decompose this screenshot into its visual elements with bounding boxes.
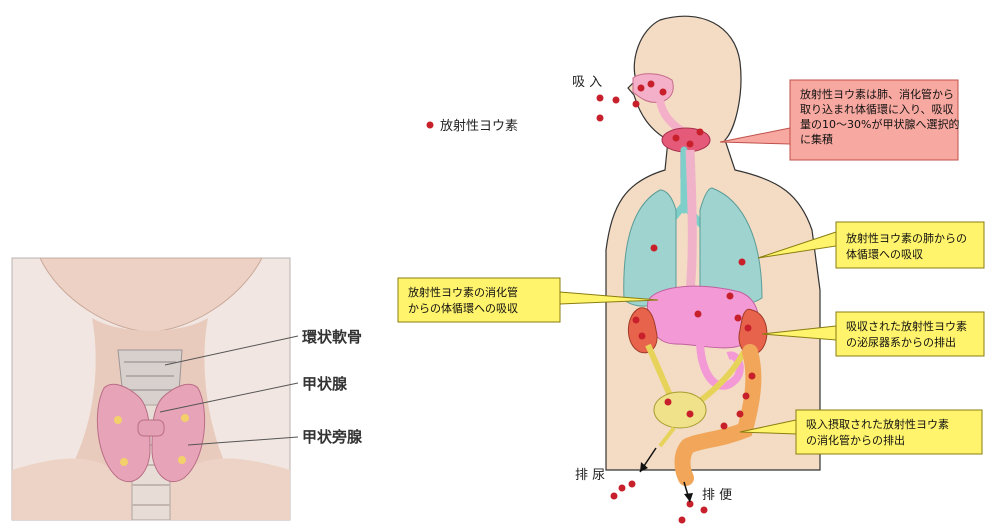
callout-3-line-2: からの体循環への吸収 bbox=[408, 301, 518, 315]
callout-4-line-1: 吸収された放射性ヨウ素 bbox=[846, 319, 967, 333]
callout-4-line-2: の泌尿器系からの排出 bbox=[846, 335, 956, 349]
neck-illustration bbox=[12, 258, 298, 520]
callout-3-line-1: 放射性ヨウ素の消化管 bbox=[408, 285, 518, 299]
callout-1-line-3: 量の10～30%が甲状腺へ選択的 bbox=[800, 117, 959, 131]
body-diagram bbox=[597, 16, 821, 523]
label-feces: 排 便 bbox=[702, 488, 732, 503]
callout-thyroid-accumulation: 放射性ヨウ素は肺、消化管から 取り込まれ体循環に入り、吸収 量の10～30%が甲… bbox=[720, 80, 959, 160]
legend-dot-icon bbox=[427, 122, 434, 129]
label-urine: 排 尿 bbox=[575, 468, 605, 483]
bladder bbox=[654, 392, 706, 428]
legend-label: 放射性ヨウ素 bbox=[440, 118, 518, 134]
callout-5-line-2: の消化管からの排出 bbox=[806, 433, 905, 447]
callout-1-line-4: に集積 bbox=[800, 132, 833, 146]
callout-1-line-1: 放射性ヨウ素は肺、消化管から bbox=[800, 87, 954, 101]
label-thyroid: 甲状腺 bbox=[302, 375, 348, 393]
callout-1-line-2: 取り込まれ体循環に入り、吸収 bbox=[800, 102, 954, 116]
label-inhale: 吸 入 bbox=[572, 75, 602, 90]
callout-5-line-1: 吸入摂取された放射性ヨウ素 bbox=[806, 417, 949, 431]
callout-2-line-2: 体循環への吸収 bbox=[846, 247, 923, 261]
label-parathyroid: 甲状旁腺 bbox=[302, 428, 363, 446]
callout-2-line-1: 放射性ヨウ素の肺からの bbox=[846, 231, 967, 245]
label-cricoid-cartilage: 環状軟骨 bbox=[302, 328, 362, 346]
